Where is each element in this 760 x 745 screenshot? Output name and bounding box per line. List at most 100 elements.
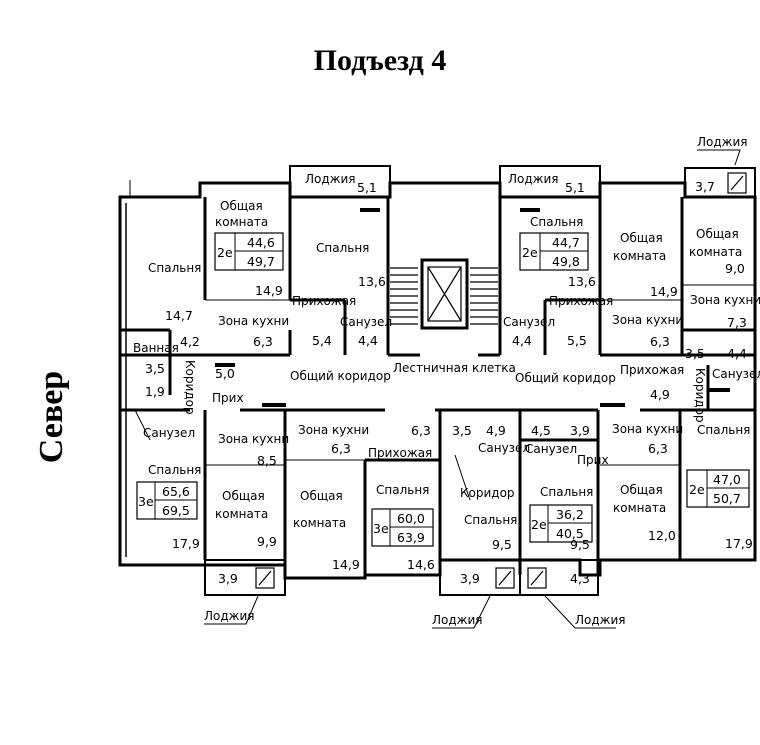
area-label: 4,9 <box>486 423 506 438</box>
svg-text:2е: 2е <box>522 245 538 260</box>
svg-text:2е: 2е <box>531 517 547 532</box>
svg-text:50,7: 50,7 <box>713 491 741 506</box>
area-label: 3,5 <box>145 361 165 376</box>
corridor-label: Общий коридор <box>290 369 391 383</box>
area-label: 9,9 <box>257 534 277 549</box>
area-label: 5,1 <box>357 180 377 195</box>
area-label: 14,9 <box>255 283 283 298</box>
loggia-label: Лоджия <box>204 609 255 623</box>
room-label: Зона кухни <box>690 293 760 307</box>
apartment-box: 2е 47,0 50,7 <box>686 469 750 508</box>
area-label: 17,9 <box>725 536 753 551</box>
svg-text:49,8: 49,8 <box>552 254 580 269</box>
svg-text:40,5: 40,5 <box>556 526 584 541</box>
svg-text:65,6: 65,6 <box>162 484 190 499</box>
room-label: Санузел <box>525 442 577 456</box>
apartment-box: 2е 44,7 49,8 <box>519 232 589 271</box>
area-label: 3,9 <box>460 571 480 586</box>
room-label: Санузел <box>143 426 195 440</box>
area-label: 3,5 <box>685 346 705 361</box>
room-label: Зона кухни <box>298 423 369 437</box>
room-label: Общая <box>220 199 263 213</box>
svg-text:49,7: 49,7 <box>247 254 275 269</box>
room-label: Спальня <box>530 215 583 229</box>
room-label: Прихожая <box>368 446 432 460</box>
area-label: 6,3 <box>411 423 431 438</box>
loggias <box>204 165 756 596</box>
room-label: Санузел <box>503 315 555 329</box>
room-label: Коридор <box>183 360 197 415</box>
room-label: Прих <box>577 453 609 467</box>
inner-wall <box>543 298 600 355</box>
svg-text:3е: 3е <box>373 521 389 536</box>
room-label: Прих <box>212 391 244 405</box>
walls <box>118 181 757 580</box>
area-label: 14,9 <box>650 284 678 299</box>
svg-text:69,5: 69,5 <box>162 503 190 518</box>
inner-wall <box>365 410 598 462</box>
loggia-label: Лоджия <box>432 613 483 627</box>
room-label: комната <box>215 507 268 521</box>
area-label: 4,9 <box>650 387 670 402</box>
area-label: 3,7 <box>695 179 715 194</box>
svg-text:3е: 3е <box>138 494 154 509</box>
area-label: 6,3 <box>331 441 351 456</box>
loggia-label: Лоджия <box>697 135 748 149</box>
room-label: Спальня <box>540 485 593 499</box>
area-label: 5,5 <box>567 333 587 348</box>
room-label: Зона кухни <box>218 432 289 446</box>
room-label: комната <box>689 245 742 259</box>
area-label: 17,9 <box>172 536 200 551</box>
apartment-box: 2е 36,2 40,5 <box>529 504 593 543</box>
apartment-box: 3е 60,0 63,9 <box>371 508 434 547</box>
svg-text:44,7: 44,7 <box>552 235 580 250</box>
loggia-label: Лоджия <box>575 613 626 627</box>
loggia-bottom-mid <box>439 559 521 596</box>
area-label: 9,5 <box>570 537 590 552</box>
area-label: 12,0 <box>648 528 676 543</box>
room-label: Спальня <box>148 261 201 275</box>
area-label: 6,3 <box>253 334 273 349</box>
loggia-label: Лоджия <box>305 172 356 186</box>
area-label: 4,5 <box>531 423 551 438</box>
area-label: 3,5 <box>452 423 472 438</box>
area-label: 7,3 <box>727 315 747 330</box>
area-label: 4,4 <box>727 346 747 361</box>
room-label: Прихожая <box>292 294 356 308</box>
room-label: комната <box>613 501 666 515</box>
area-label: 9,5 <box>492 537 512 552</box>
page-title: Подъезд 4 <box>313 44 447 77</box>
room-label: Общая <box>696 227 739 241</box>
area-label: 6,3 <box>648 441 668 456</box>
room-label: Общая <box>620 483 663 497</box>
area-label: 3,9 <box>570 423 590 438</box>
area-label: 14,7 <box>165 308 193 323</box>
area-label: 14,9 <box>332 557 360 572</box>
stair-label: Лестничная клетка <box>393 361 516 375</box>
area-label: 5,0 <box>215 366 235 381</box>
loggia-right-upper <box>684 167 756 198</box>
room-label: Ванная <box>133 341 179 355</box>
room-label: Зона кухни <box>218 314 289 328</box>
apartment-box: 2е 44,6 49,7 <box>214 232 284 271</box>
room-label: Прихожая <box>620 363 684 377</box>
loggia-bottom-left <box>204 559 286 596</box>
area-label: 5,4 <box>312 333 332 348</box>
inner-wall <box>290 298 347 355</box>
area-label: 4,4 <box>512 333 532 348</box>
doors <box>215 208 730 407</box>
inner-wall <box>120 328 172 395</box>
room-label: Спальня <box>697 423 750 437</box>
corridor-label: Общий коридор <box>515 371 616 385</box>
svg-text:2е: 2е <box>689 482 705 497</box>
area-label: 4,4 <box>358 333 378 348</box>
room-label: комната <box>293 516 346 530</box>
svg-text:44,6: 44,6 <box>247 235 275 250</box>
room-label: Санузел <box>340 315 392 329</box>
partitions <box>129 180 755 501</box>
loggia-bottom-right <box>519 559 599 596</box>
svg-text:63,9: 63,9 <box>397 530 425 545</box>
room-label: Зона кухни <box>612 313 683 327</box>
area-label: 4,2 <box>180 334 200 349</box>
loggia-top-right <box>499 165 601 198</box>
